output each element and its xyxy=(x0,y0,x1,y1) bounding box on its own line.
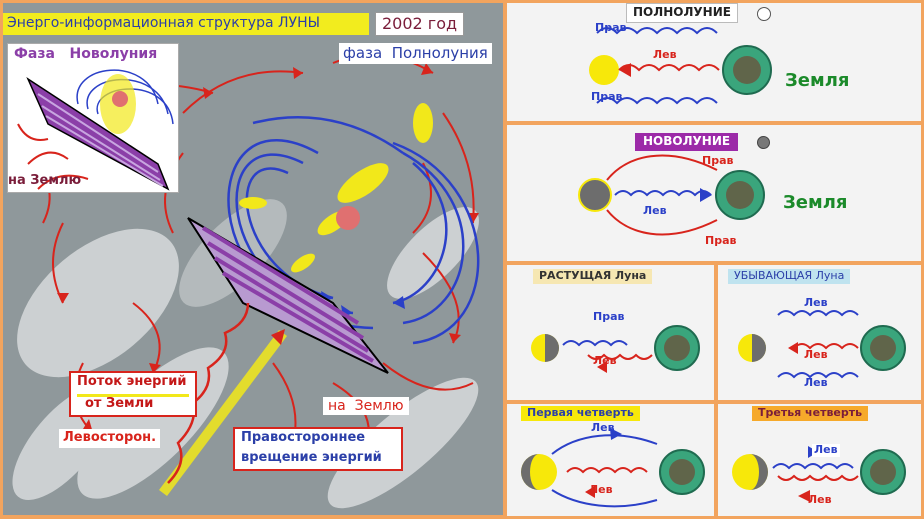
waxing-title: РАСТУЩАЯ Луна xyxy=(533,269,653,284)
waning-moon-section: УБЫВАЮЩАЯ Луна Лев Лев Лев xyxy=(718,265,921,400)
full-moon-right-bottom: Прав xyxy=(591,90,623,103)
waning-title: УБЫВАЮЩАЯ Луна xyxy=(728,269,851,284)
full-moon-drawing xyxy=(589,27,772,105)
to-earth-inset-label: на Землю xyxy=(8,173,82,188)
yellow-energy-column xyxy=(239,103,433,273)
first-quarter-section: Первая четверть Лев Лев xyxy=(507,404,714,516)
new-moon-drawing xyxy=(578,154,765,236)
full-moon-section: ПОЛНОЛУНИЕ Прав Лев Прав Земля xyxy=(507,3,921,121)
energy-flow-label-box: Поток энергий от Земли xyxy=(69,371,197,417)
right-panel-divider-lower xyxy=(715,265,718,516)
earth-energy-beam xyxy=(159,302,287,496)
full-moon-left: Лев xyxy=(653,48,677,61)
third-quarter-left-bottom: Лев xyxy=(808,493,832,506)
third-quarter-section: Третья четверть Лев Лев xyxy=(718,404,921,516)
new-moon-phase-label: Фаза Новолуния xyxy=(14,46,158,62)
right-rotation-line1: Правостороннее xyxy=(241,430,366,445)
waning-left-mid: Лев xyxy=(804,348,828,361)
energy-flow-line1: Поток энергий xyxy=(77,374,187,389)
waning-left-top: Лев xyxy=(804,296,828,309)
right-rotation-line2: врещение энергий xyxy=(241,450,382,465)
full-moon-earth-label: Земля xyxy=(785,70,850,91)
full-moon-marker xyxy=(757,7,771,21)
lunar-plate xyxy=(187,217,389,374)
moon-full xyxy=(589,55,619,85)
full-moon-right-top: Прав xyxy=(595,21,627,34)
full-moon-title: ПОЛНОЛУНИЕ xyxy=(626,3,738,23)
third-quarter-left-top: Лев xyxy=(812,443,840,457)
waxing-drawing xyxy=(531,325,700,373)
waxing-right: Прав xyxy=(593,310,625,323)
first-quarter-left-top: Лев xyxy=(591,421,615,434)
inset-drawing xyxy=(17,69,174,191)
full-moon-phase-label: фаза Полнолуния xyxy=(339,43,492,65)
year-label: 2002 год xyxy=(375,12,465,36)
waxing-left: Лев xyxy=(593,354,617,367)
waxing-moon-section: РАСТУЩАЯ Луна Прав Лев xyxy=(507,265,714,400)
new-moon-marker xyxy=(757,136,770,149)
new-moon-section: НОВОЛУНИЕ Прав Лев Прав Земля xyxy=(507,125,921,261)
waning-drawing xyxy=(738,310,906,379)
left-rotation-label: Левосторон. xyxy=(59,429,161,448)
new-moon-right-top: Прав xyxy=(702,154,734,167)
to-earth-main-label: на Землю xyxy=(323,397,409,416)
structure-title: Энерго-информационная структура ЛУНЫ xyxy=(3,13,369,35)
new-moon-right-bottom: Прав xyxy=(705,234,737,247)
lunar-structure-panel: Энерго-информационная структура ЛУНЫ 200… xyxy=(3,3,503,515)
first-quarter-drawing xyxy=(521,428,705,508)
third-quarter-title: Третья четверть xyxy=(752,406,869,421)
energy-flow-line2: от Земли xyxy=(85,396,154,411)
right-rotation-label-box: Правостороннее врещение энергий xyxy=(233,427,403,471)
first-quarter-left-bottom: Лев xyxy=(589,483,613,496)
moon-new xyxy=(578,178,612,212)
new-moon-phase-inset: Фаза Новолуния на Землю xyxy=(7,43,179,193)
new-moon-title: НОВОЛУНИЕ xyxy=(635,133,739,151)
new-moon-left: Лев xyxy=(643,204,667,217)
energy-flow-underline xyxy=(77,394,189,397)
new-moon-earth-label: Земля xyxy=(783,192,848,213)
first-quarter-title: Первая четверть xyxy=(521,406,640,421)
waning-left-bottom: Лев xyxy=(804,376,828,389)
core-sphere xyxy=(336,206,360,230)
third-quarter-drawing xyxy=(732,446,906,502)
